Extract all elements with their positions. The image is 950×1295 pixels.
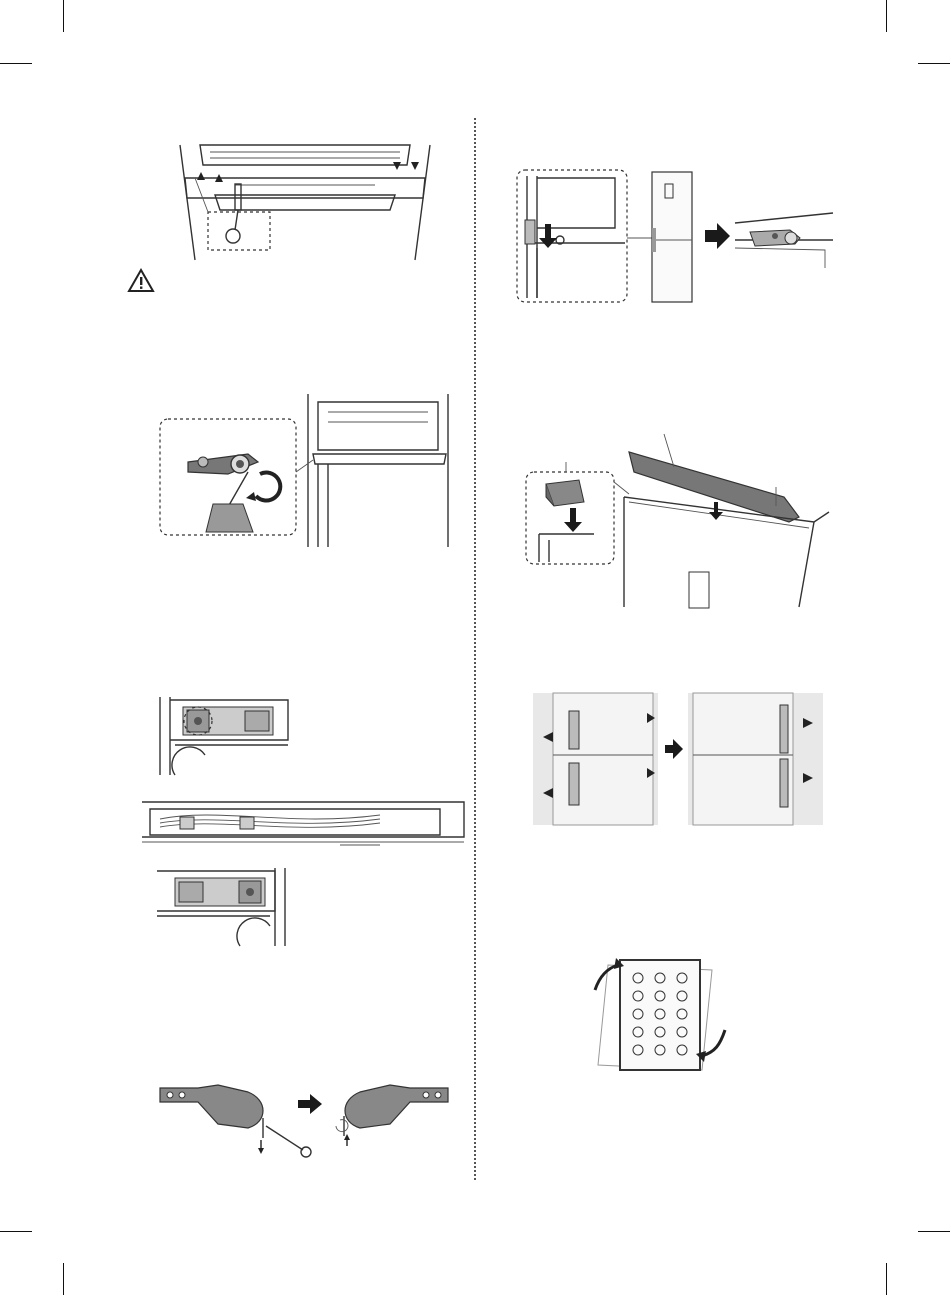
column-divider [474,118,476,1180]
hinge-cover-illustration [155,695,291,777]
crop-mark-bottom-left-v [63,1263,64,1295]
fridge-top-screws-illustration [175,140,435,265]
crop-mark-bottom-left-h [0,1231,32,1232]
crop-mark-top-right-v [886,0,887,32]
crop-mark-top-right-h [918,63,950,64]
hinge-cover-illustration [155,866,291,948]
warning-triangle-icon [127,268,155,294]
crop-mark-bottom-right-h [918,1231,950,1232]
door-handle-swap-illustration [533,693,823,825]
wire-harness-illustration [140,797,466,849]
fridge-hinge-transfer-illustration [515,168,835,308]
door-rotate-illustration [590,950,730,1082]
crop-mark-bottom-right-v [886,1263,887,1295]
hinge-screwdriver-illustration [158,392,450,552]
hinge-pin-wrench-illustration [158,1080,450,1160]
crop-mark-top-left-h [0,63,32,64]
crop-mark-top-left-v [63,0,64,32]
top-cover-install-illustration [524,422,836,610]
